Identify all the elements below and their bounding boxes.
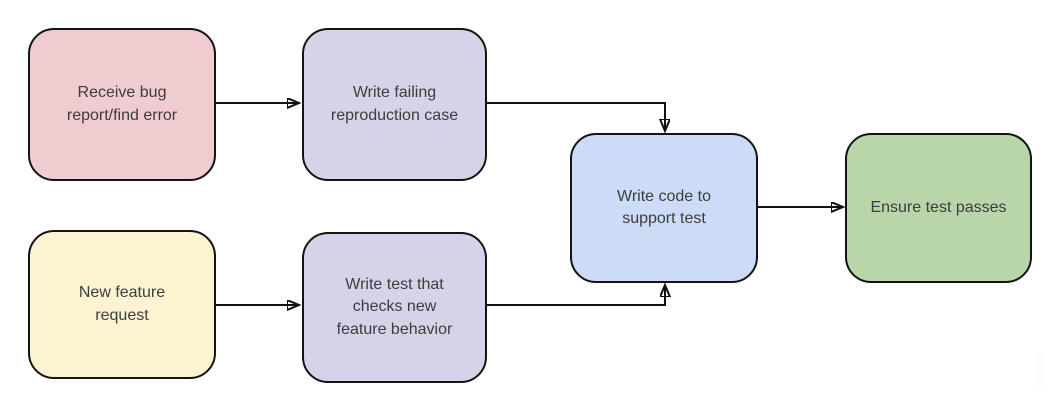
node-write-failing-reproduction: Write failing reproduction case <box>302 28 487 181</box>
arrow-test-to-code <box>487 285 665 306</box>
node-label: New feature request <box>78 284 166 324</box>
node-write-code-support-test: Write code to support test <box>570 133 758 283</box>
arrow-repro-to-code <box>487 102 665 131</box>
node-write-test-checks-behavior: Write test that checks new feature behav… <box>302 232 487 383</box>
node-label: Write code to support test <box>617 187 711 227</box>
node-receive-bug-report: Receive bug report/find error <box>28 28 216 181</box>
node-new-feature-request: New feature request <box>28 230 216 379</box>
node-label: Receive bug report/find error <box>66 84 178 124</box>
scrollbar-thumb[interactable] <box>1037 354 1043 387</box>
node-label: Ensure test passes <box>870 198 1007 216</box>
node-label: Write failing reproduction case <box>330 84 459 124</box>
node-ensure-test-passes: Ensure test passes <box>845 133 1032 283</box>
node-label: Write test that checks new feature behav… <box>336 275 453 338</box>
